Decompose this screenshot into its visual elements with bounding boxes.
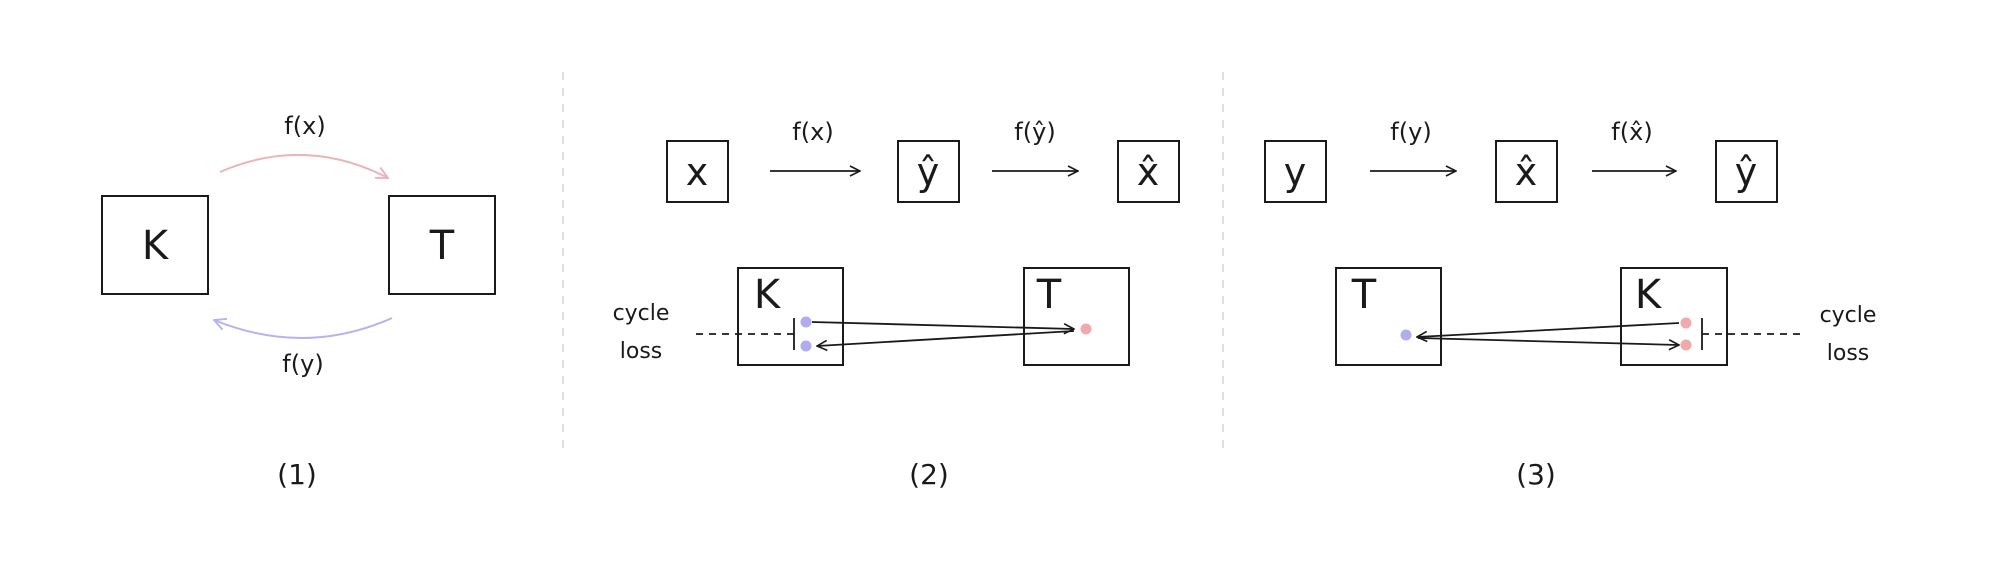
panel2-arrow-back [817, 330, 1075, 346]
panel3-pink-dot-top [1680, 317, 1692, 329]
panel2-chain-arrow-label-2: f(ŷ) [1014, 118, 1055, 146]
panel3-cycle-label: cycle [1820, 303, 1877, 328]
panel3-chain-arrow-label-2: f(x̂) [1611, 118, 1652, 146]
panel-1: K T f(x) f(y) (1) [101, 112, 496, 491]
panel2-pink-dot [1080, 323, 1092, 335]
panel1-right-box-label: T [429, 223, 455, 269]
panel2-chain-box-2 [897, 140, 960, 203]
panel-2: x f(x) ŷ f(ŷ) x̂ K T cycle loss (2) [613, 118, 1180, 491]
panel3-loss-label: loss [1827, 341, 1870, 366]
panel2-chain-label-3: x̂ [1137, 150, 1160, 194]
panel3-left-box [1335, 267, 1442, 366]
panel3-chain-box-3 [1715, 140, 1778, 203]
panel-3: y f(y) x̂ f(x̂) ŷ T K cycle loss (3) [1264, 118, 1877, 491]
panel1-caption: (1) [277, 458, 317, 491]
panel1-left-box-label: K [142, 223, 170, 269]
panel3-arrow-back [1417, 337, 1679, 345]
panel2-chain-box-1 [666, 140, 729, 203]
panel2-blue-dot-top [800, 316, 812, 328]
panel1-bottom-curved-arrow [214, 317, 393, 339]
panel3-caption: (3) [1516, 458, 1556, 491]
panel3-arrow-to-target [1417, 322, 1680, 337]
panel2-loss-label: loss [620, 339, 663, 364]
panel3-chain-label-3: ŷ [1735, 150, 1758, 194]
panel3-chain-box-2 [1495, 140, 1558, 203]
panel2-caption: (2) [909, 458, 949, 491]
panel1-top-curved-arrow [219, 153, 388, 178]
panel1-bottom-arrow-label: f(y) [282, 350, 323, 378]
panel3-chain-label-2: x̂ [1515, 150, 1538, 194]
panel3-chain-box-1 [1264, 140, 1327, 203]
panel2-cycle-label: cycle [613, 301, 670, 326]
panel2-chain-label-1: x [686, 150, 709, 194]
panel1-top-arrow-label: f(x) [284, 112, 325, 140]
panel3-blue-dot [1400, 329, 1412, 341]
panel2-chain-arrow-label-1: f(x) [792, 118, 833, 146]
panel3-chain-arrow-label-1: f(y) [1390, 118, 1431, 146]
panel2-right-box-label: T [1036, 272, 1062, 318]
panel3-chain-label-1: y [1284, 150, 1307, 194]
panel2-chain-box-3 [1117, 140, 1180, 203]
panel3-pink-dot-bottom [1680, 339, 1692, 351]
panel1-right-box [388, 195, 496, 295]
panel2-blue-dot-bottom [800, 340, 812, 352]
panel2-right-box [1023, 267, 1130, 366]
panel2-arrow-to-target [811, 321, 1074, 329]
panel3-right-box-label: K [1635, 272, 1663, 318]
panel3-left-box-label: T [1351, 272, 1377, 318]
panel2-left-box-label: K [754, 272, 782, 318]
panel2-chain-label-2: ŷ [917, 150, 940, 194]
panel1-left-box [101, 195, 209, 295]
